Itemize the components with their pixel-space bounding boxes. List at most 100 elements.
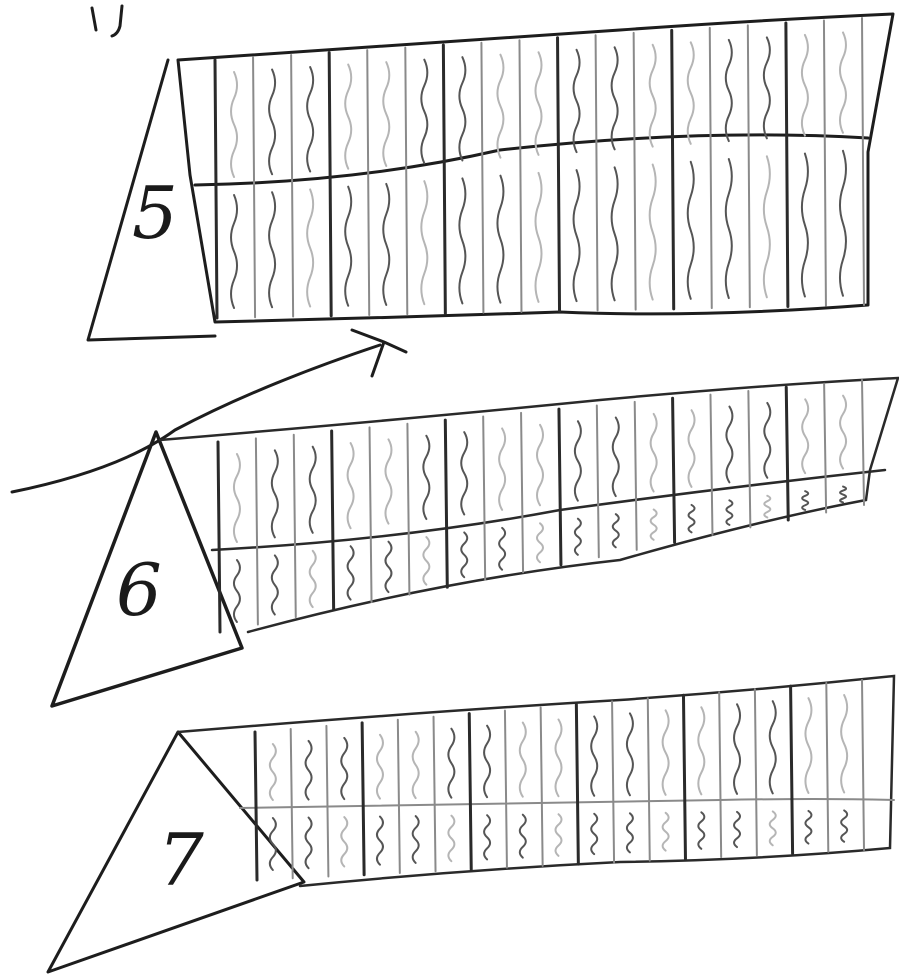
stripe-line <box>469 714 471 870</box>
wave-stroke <box>726 407 732 483</box>
wave-stroke <box>734 812 740 847</box>
stripe-line <box>862 18 864 305</box>
wave-stroke <box>556 720 562 797</box>
wave-stroke <box>377 735 383 799</box>
wave-stroke <box>764 156 770 297</box>
stripe-line <box>673 398 675 542</box>
wave-stroke <box>499 528 505 570</box>
wave-stroke <box>499 428 505 509</box>
wave-stroke <box>764 403 770 478</box>
wave-stroke <box>612 167 618 300</box>
wave-stroke <box>272 555 278 614</box>
stripe-line <box>332 431 334 610</box>
wave-stroke <box>310 551 316 607</box>
stripe-line <box>719 692 721 857</box>
wave-stroke <box>688 42 694 143</box>
wave-stroke <box>345 187 351 306</box>
stripe-line <box>541 708 543 866</box>
stripe-line <box>748 25 750 307</box>
wave-stroke <box>805 811 811 844</box>
wave-stroke <box>497 55 503 158</box>
wave-stroke <box>270 744 276 800</box>
wave-stroke <box>591 716 597 795</box>
wave-stroke <box>770 701 776 793</box>
stripe-line <box>791 686 793 853</box>
wave-stroke <box>651 510 657 540</box>
wave-stroke <box>459 57 465 160</box>
wave-stroke <box>231 72 237 177</box>
panel-7-label: 7 <box>158 818 204 902</box>
stripe-line <box>824 384 826 513</box>
panel-5: 5 <box>88 14 893 340</box>
panel-5-label: 5 <box>132 171 178 255</box>
stripe-line <box>710 28 712 308</box>
wave-stroke <box>421 60 427 164</box>
wave-stroke <box>574 50 580 152</box>
wave-stroke <box>764 496 770 518</box>
wave-stroke <box>556 814 562 856</box>
stripe-line <box>505 711 507 868</box>
wave-stroke <box>385 542 391 592</box>
wave-stroke <box>802 35 808 136</box>
wave-stroke <box>840 151 846 296</box>
wave-stroke <box>345 65 351 169</box>
wave-stroke <box>689 505 695 532</box>
stripe-line <box>370 427 372 602</box>
panel-6-label: 6 <box>116 548 162 632</box>
stripe-line <box>824 20 826 305</box>
stripe-line <box>596 35 598 310</box>
stripe-line <box>634 33 636 310</box>
wave-stroke <box>306 818 312 869</box>
stripe-line <box>291 55 293 316</box>
wave-stroke <box>413 816 419 863</box>
stripe-line <box>434 717 436 871</box>
wave-stroke <box>726 500 732 525</box>
stripe-line <box>215 60 217 318</box>
wave-stroke <box>698 812 704 848</box>
wave-stroke <box>688 162 694 299</box>
stripe-line <box>218 442 220 632</box>
wave-stroke <box>770 811 776 845</box>
wave-stroke <box>663 813 669 851</box>
wave-stroke <box>613 514 619 547</box>
wave-stroke <box>423 537 429 585</box>
wave-stroke <box>423 436 429 519</box>
wave-stroke <box>520 723 526 797</box>
stripe-line <box>748 391 750 527</box>
wave-stroke <box>663 710 669 794</box>
wave-stroke <box>307 189 313 306</box>
wave-stroke <box>841 810 847 841</box>
wave-stroke <box>689 410 695 487</box>
wave-stroke <box>448 729 454 798</box>
wave-stroke <box>537 523 543 562</box>
panel-6-waves <box>234 396 846 622</box>
wave-stroke <box>383 62 389 166</box>
wave-stroke <box>627 713 633 795</box>
stripe-line <box>407 424 409 595</box>
stripe-line <box>862 680 864 850</box>
stripe-line <box>786 387 788 520</box>
wave-stroke <box>413 732 419 798</box>
stripe-line <box>255 732 257 880</box>
stripe-line <box>597 406 599 558</box>
stripe-line <box>253 58 255 318</box>
stripe-line <box>481 43 483 313</box>
stripe-line <box>672 30 674 308</box>
stripe-line <box>294 435 296 617</box>
wave-stroke <box>612 47 618 149</box>
stripe-line <box>362 723 364 875</box>
wave-stroke <box>234 454 240 542</box>
stripe-line <box>367 50 369 315</box>
wave-stroke <box>306 741 312 800</box>
wave-stroke <box>802 154 808 297</box>
wave-stroke <box>802 399 808 473</box>
stripe-line <box>862 380 864 505</box>
wave-stroke <box>805 698 811 793</box>
wave-stroke <box>536 52 542 155</box>
panel-7: 7 <box>48 676 894 972</box>
stripe-line <box>521 413 523 572</box>
wave-stroke <box>650 165 656 300</box>
stripe-line <box>755 689 757 855</box>
stripe-line <box>635 402 637 550</box>
